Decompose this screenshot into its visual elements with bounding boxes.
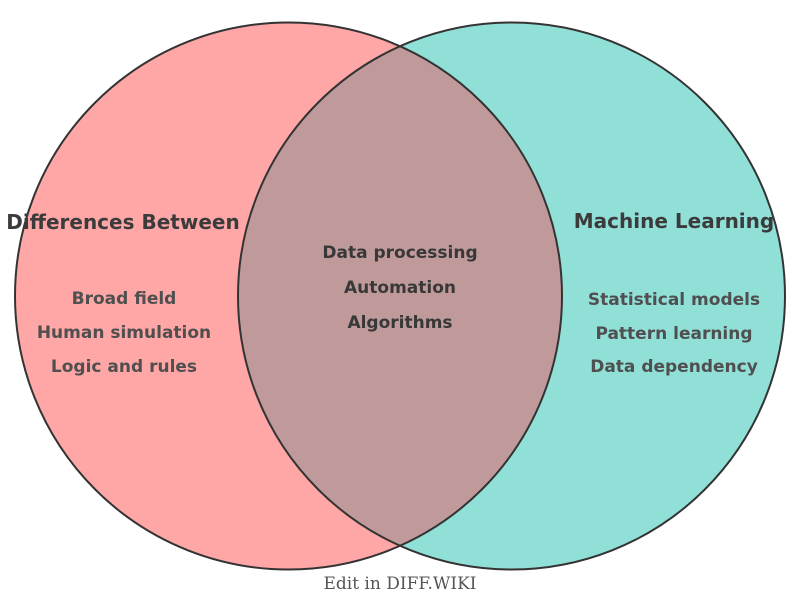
left-set-title: Differences Between xyxy=(6,210,239,234)
overlap-region-fill xyxy=(237,46,563,546)
overlap-item: Automation xyxy=(344,278,456,298)
left-set-item: Broad field xyxy=(72,289,177,309)
overlap-item: Algorithms xyxy=(347,313,452,333)
right-set-item: Data dependency xyxy=(590,357,758,377)
right-circle-outline xyxy=(237,21,786,571)
left-set-item: Human simulation xyxy=(37,323,211,343)
right-set-item: Statistical models xyxy=(588,290,760,310)
edit-in-diffwiki-link[interactable]: Edit in DIFF.WIKI xyxy=(323,574,476,594)
right-set-title: Machine Learning xyxy=(574,209,774,233)
overlap-item: Data processing xyxy=(322,243,477,263)
right-set-item: Pattern learning xyxy=(595,324,752,344)
left-set-item: Logic and rules xyxy=(51,357,197,377)
left-circle-outline xyxy=(14,21,563,571)
